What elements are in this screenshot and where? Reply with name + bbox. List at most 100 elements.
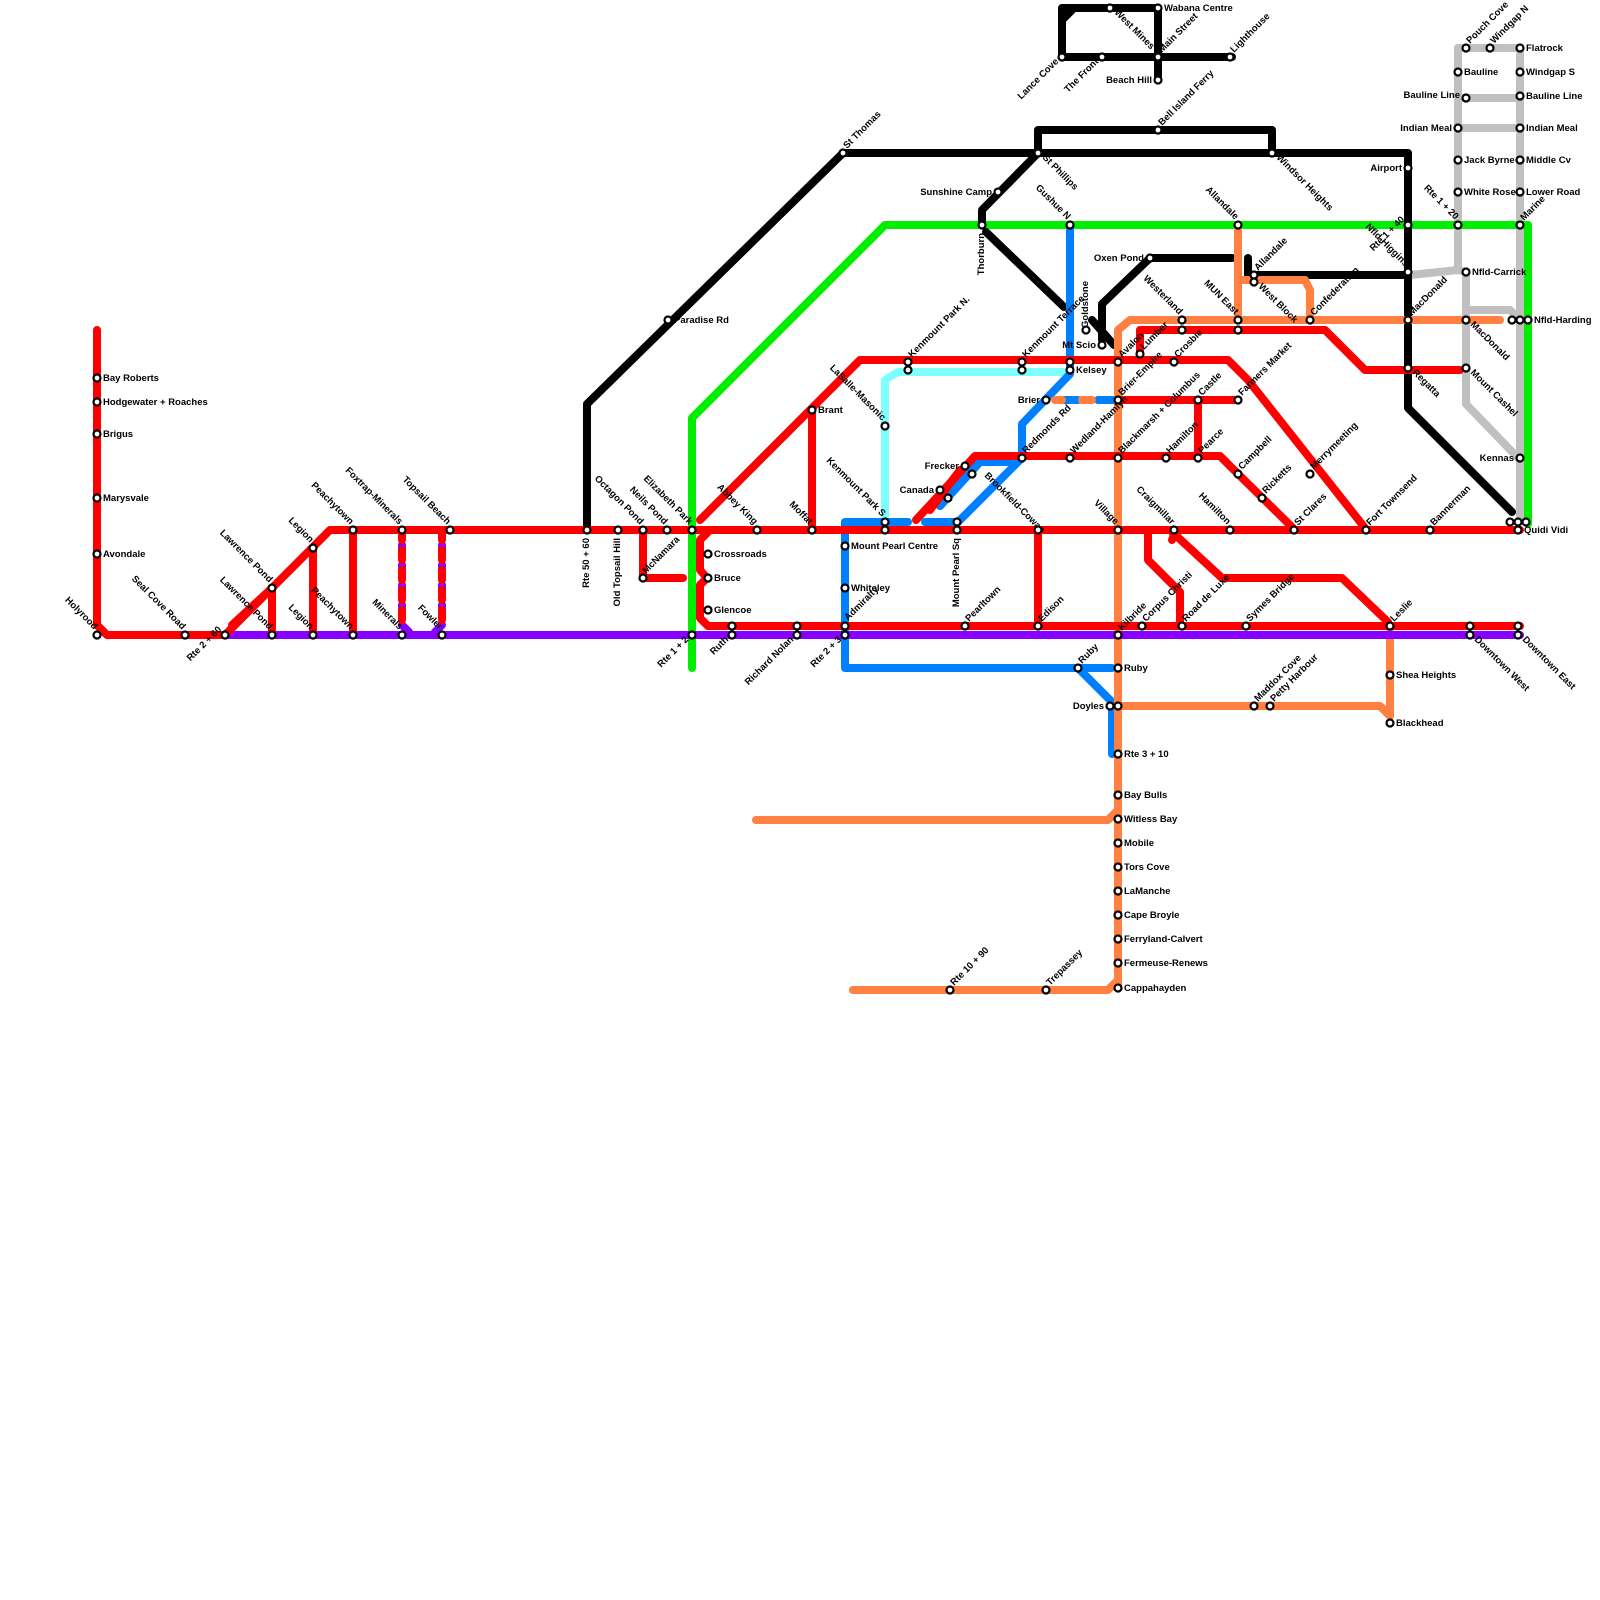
station-label[interactable]: Peachytown bbox=[309, 480, 356, 527]
station-label[interactable]: LaManche bbox=[1124, 886, 1170, 897]
station-marker[interactable] bbox=[1195, 455, 1202, 462]
station-marker[interactable] bbox=[584, 527, 591, 534]
station-marker[interactable] bbox=[269, 632, 276, 639]
station-marker[interactable] bbox=[1235, 397, 1242, 404]
station-marker[interactable] bbox=[905, 359, 912, 366]
station-marker[interactable] bbox=[1455, 157, 1462, 164]
station-marker[interactable] bbox=[1267, 703, 1274, 710]
station-label[interactable]: Kenmount Park N. bbox=[906, 294, 972, 360]
station-label[interactable]: Cappahayden bbox=[1124, 983, 1186, 994]
station-marker[interactable] bbox=[1243, 623, 1250, 630]
station-marker[interactable] bbox=[1171, 527, 1178, 534]
station-marker[interactable] bbox=[962, 623, 969, 630]
station-marker[interactable] bbox=[1115, 816, 1122, 823]
station-marker[interactable] bbox=[842, 585, 849, 592]
station-marker[interactable] bbox=[1227, 527, 1234, 534]
station-label[interactable]: Bay Bulls bbox=[1124, 790, 1167, 801]
station-marker[interactable] bbox=[1259, 495, 1266, 502]
station-marker[interactable] bbox=[842, 632, 849, 639]
station-marker[interactable] bbox=[1405, 165, 1412, 172]
station-marker[interactable] bbox=[905, 367, 912, 374]
station-marker[interactable] bbox=[1525, 317, 1532, 324]
station-marker[interactable] bbox=[1467, 623, 1474, 630]
station-marker[interactable] bbox=[1115, 703, 1122, 710]
station-marker[interactable] bbox=[705, 551, 712, 558]
station-marker[interactable] bbox=[1067, 367, 1074, 374]
station-label[interactable]: Bay Roberts bbox=[103, 373, 159, 384]
station-marker[interactable] bbox=[1405, 365, 1412, 372]
station-label[interactable]: Tors Cove bbox=[1124, 862, 1170, 873]
station-marker[interactable] bbox=[1387, 720, 1394, 727]
station-label[interactable]: Fermeuse-Renews bbox=[1124, 958, 1208, 969]
station-marker[interactable] bbox=[1427, 527, 1434, 534]
station-marker[interactable] bbox=[1517, 45, 1524, 52]
station-label[interactable]: St Clares bbox=[1292, 491, 1329, 528]
station-label[interactable]: St Thomas bbox=[841, 109, 883, 151]
station-marker[interactable] bbox=[310, 632, 317, 639]
station-label[interactable]: Ferryland-Calvert bbox=[1124, 934, 1204, 945]
station-label[interactable]: Thorburn bbox=[976, 233, 987, 275]
station-label[interactable]: Mobile bbox=[1124, 838, 1154, 849]
station-marker[interactable] bbox=[1107, 703, 1114, 710]
station-marker[interactable] bbox=[1115, 960, 1122, 967]
station-label[interactable]: Doyles bbox=[1073, 701, 1104, 712]
station-marker[interactable] bbox=[1455, 125, 1462, 132]
station-marker[interactable] bbox=[269, 585, 276, 592]
station-marker[interactable] bbox=[399, 632, 406, 639]
station-marker[interactable] bbox=[1517, 157, 1524, 164]
station-marker[interactable] bbox=[954, 527, 961, 534]
station-label[interactable]: Farmers Market bbox=[1236, 340, 1294, 398]
station-label[interactable]: Bauline Line bbox=[1404, 90, 1460, 101]
station-label[interactable]: Brigus bbox=[103, 429, 133, 440]
station-label[interactable]: Allandale bbox=[1252, 235, 1290, 273]
station-marker[interactable] bbox=[1405, 269, 1412, 276]
station-marker[interactable] bbox=[640, 575, 647, 582]
station-label[interactable]: Rte 3 + 10 bbox=[1124, 749, 1169, 760]
station-label[interactable]: Brant bbox=[818, 405, 844, 416]
station-label[interactable]: Windgap S bbox=[1526, 67, 1575, 78]
station-marker[interactable] bbox=[794, 623, 801, 630]
station-label[interactable]: Rte 10 + 90 bbox=[948, 945, 991, 988]
station-marker[interactable] bbox=[1487, 45, 1494, 52]
station-marker[interactable] bbox=[1517, 317, 1524, 324]
station-label[interactable]: Mt Scio bbox=[1062, 340, 1096, 351]
station-label[interactable]: Allandale bbox=[1203, 184, 1241, 222]
station-marker[interactable] bbox=[1019, 359, 1026, 366]
station-label[interactable]: Abbey King bbox=[715, 482, 760, 527]
station-label[interactable]: Legion bbox=[286, 515, 316, 545]
station-marker[interactable] bbox=[94, 399, 101, 406]
station-label[interactable]: Ruby bbox=[1124, 663, 1148, 674]
station-marker[interactable] bbox=[1251, 703, 1258, 710]
station-marker[interactable] bbox=[94, 551, 101, 558]
station-marker[interactable] bbox=[94, 632, 101, 639]
station-marker[interactable] bbox=[310, 545, 317, 552]
station-marker[interactable] bbox=[842, 543, 849, 550]
station-label[interactable]: Flatrock bbox=[1526, 43, 1564, 54]
station-marker[interactable] bbox=[1463, 317, 1470, 324]
station-marker[interactable] bbox=[1467, 632, 1474, 639]
station-marker[interactable] bbox=[1035, 527, 1042, 534]
station-marker[interactable] bbox=[182, 632, 189, 639]
station-label[interactable]: Nfld-Harding bbox=[1534, 315, 1592, 326]
station-marker[interactable] bbox=[1137, 351, 1144, 358]
station-label[interactable]: Middle Cv bbox=[1526, 155, 1572, 166]
station-label[interactable]: White Rose bbox=[1464, 187, 1516, 198]
station-label[interactable]: Kelsey bbox=[1076, 365, 1107, 376]
station-marker[interactable] bbox=[664, 527, 671, 534]
station-label[interactable]: Canada bbox=[900, 485, 935, 496]
station-marker[interactable] bbox=[1171, 359, 1178, 366]
station-marker[interactable] bbox=[1115, 665, 1122, 672]
station-marker[interactable] bbox=[1517, 69, 1524, 76]
station-label[interactable]: Pearltown bbox=[963, 584, 1003, 624]
station-label[interactable]: Seal Cove Road bbox=[129, 574, 188, 633]
station-label[interactable]: Old Topsail Hill bbox=[612, 538, 623, 606]
station-label[interactable]: Oxen Pond bbox=[1094, 253, 1144, 264]
station-marker[interactable] bbox=[1363, 527, 1370, 534]
station-marker[interactable] bbox=[1227, 54, 1234, 61]
station-label[interactable]: Rte 50 + 60 bbox=[581, 538, 592, 588]
station-marker[interactable] bbox=[1463, 365, 1470, 372]
station-marker[interactable] bbox=[882, 519, 889, 526]
station-marker[interactable] bbox=[1463, 95, 1470, 102]
station-marker[interactable] bbox=[954, 519, 961, 526]
station-marker[interactable] bbox=[1099, 342, 1106, 349]
